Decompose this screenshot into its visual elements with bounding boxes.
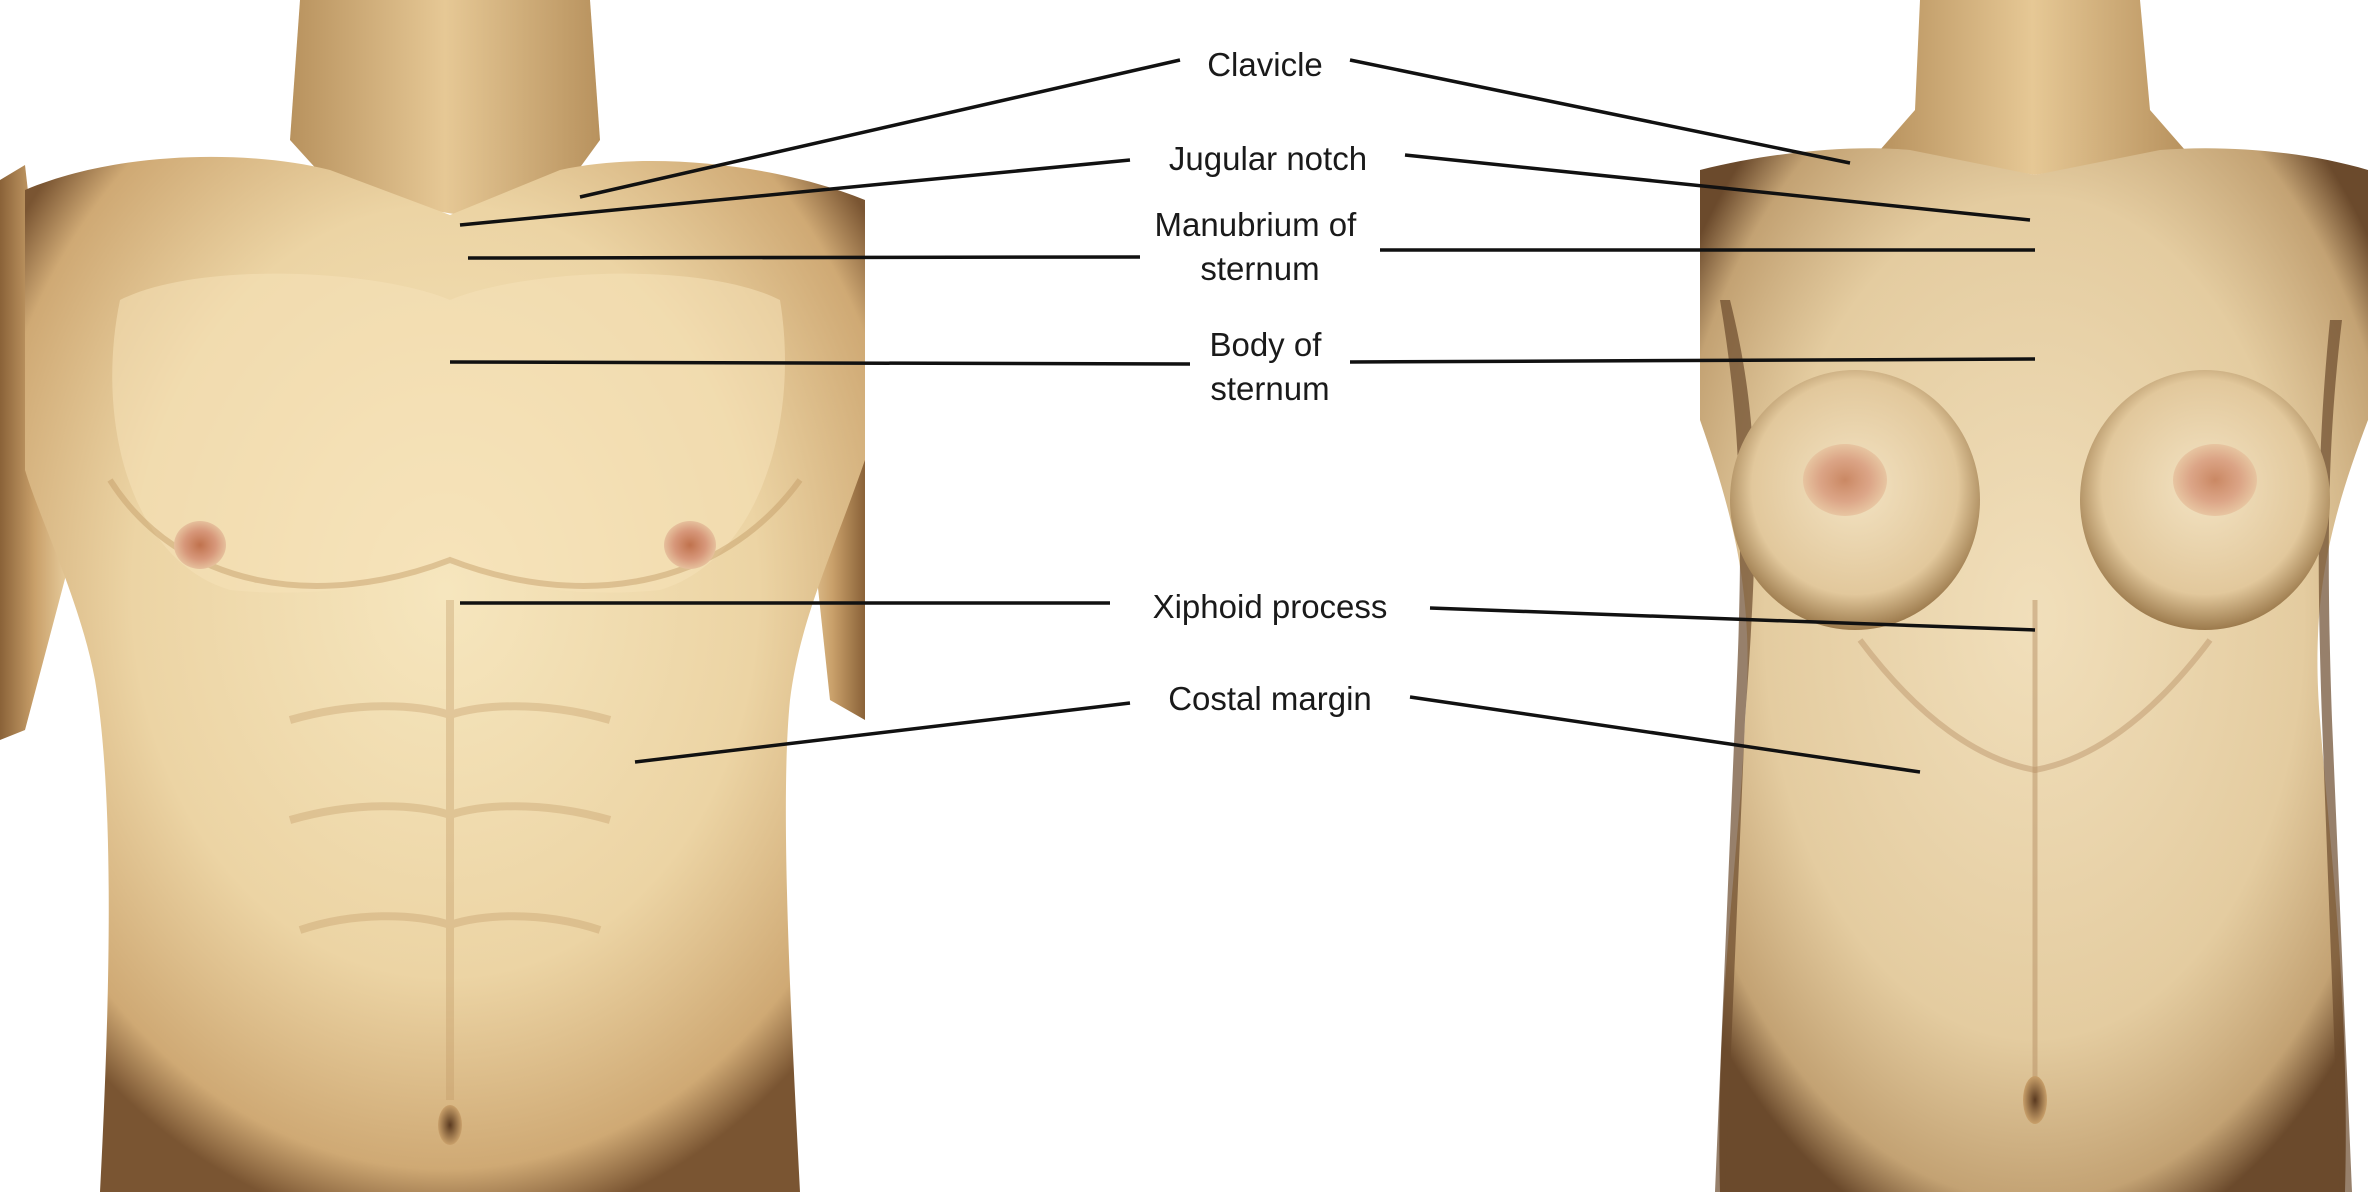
- label-xiphoid-process: Xiphoid process: [1153, 588, 1388, 625]
- male-torso-illustration: [0, 0, 865, 1192]
- leader-manubrium-left: [468, 257, 1140, 258]
- label-costal-margin: Costal margin: [1168, 680, 1372, 717]
- female-left-nipple: [1803, 444, 1887, 516]
- label-body-of-sternum: Body of sternum: [1209, 326, 1330, 407]
- female-navel: [2023, 1076, 2047, 1124]
- label-clavicle: Clavicle: [1207, 46, 1323, 83]
- leader-clavicle-left: [580, 60, 1180, 197]
- leader-body-left: [450, 362, 1190, 364]
- label-jugular-notch: Jugular notch: [1169, 140, 1367, 177]
- labels: Clavicle Jugular notch Manubrium of ster…: [1153, 46, 1388, 717]
- male-right-nipple: [664, 521, 716, 569]
- female-torso-illustration: [1700, 0, 2368, 1192]
- male-left-nipple: [174, 521, 226, 569]
- leader-clavicle-right: [1350, 60, 1850, 163]
- male-navel: [438, 1105, 462, 1145]
- female-neck: [1880, 0, 2185, 175]
- female-right-nipple: [2173, 444, 2257, 516]
- label-manubrium: Manubrium of sternum: [1155, 206, 1366, 287]
